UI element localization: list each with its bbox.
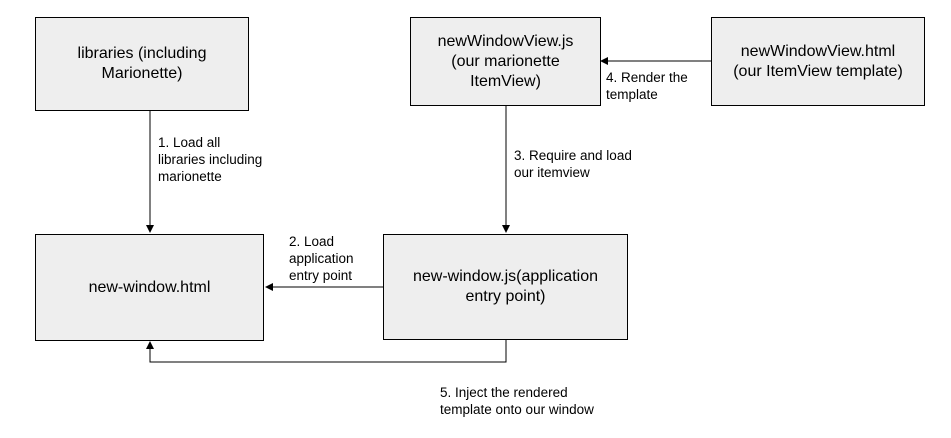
- label-step2: 2. Load application entry point: [289, 234, 354, 283]
- node-new-window-view-js: newWindowView.js (our marionette ItemVie…: [410, 17, 601, 106]
- label-step5: 5. Inject the rendered template onto our…: [440, 385, 594, 417]
- arrow-step5: [146, 340, 507, 363]
- node-libraries: libraries (including Marionette): [35, 17, 249, 111]
- node-new-window-js: new-window.js(application entry point): [383, 234, 628, 340]
- label-step1: 1. Load all libraries including marionet…: [158, 135, 263, 184]
- node-new-window-html: new-window.html: [35, 234, 264, 341]
- node-new-window-view-html: newWindowView.html (our ItemView templat…: [711, 17, 925, 106]
- label-step3: 3. Require and load our itemview: [514, 148, 632, 180]
- label-step4: 4. Render the template: [606, 70, 688, 102]
